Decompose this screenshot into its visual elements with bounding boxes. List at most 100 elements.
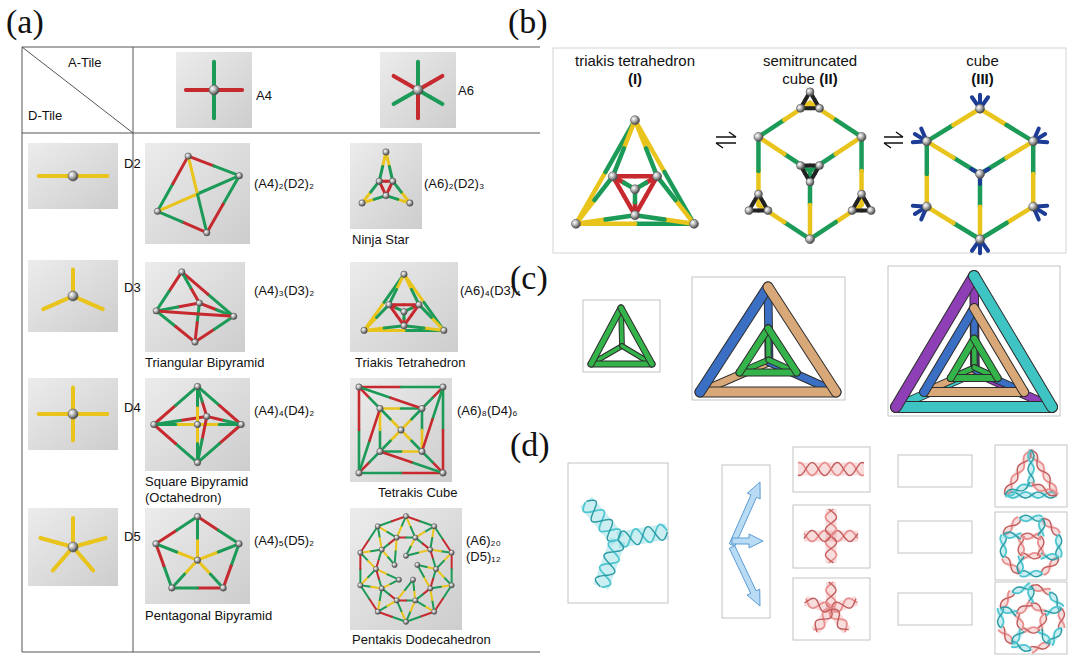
stick (859, 137, 864, 171)
tube-edge (924, 387, 1024, 397)
stick-model (571, 116, 698, 229)
dna-strand (1038, 518, 1045, 536)
panel-frame (888, 266, 1060, 416)
dna-strand (1000, 535, 1006, 558)
steel-ball (428, 586, 433, 591)
steel-ball (432, 524, 437, 529)
steel-ball (238, 421, 244, 427)
dna-tile (583, 500, 667, 587)
panel-frame (568, 463, 668, 603)
dna-cage (998, 583, 1065, 653)
stick (195, 314, 234, 317)
steel-ball (209, 85, 219, 95)
stick (39, 412, 56, 416)
steel-ball (377, 405, 383, 411)
stick (228, 88, 242, 92)
steel-ball (376, 178, 382, 184)
tile-model (380, 52, 456, 128)
steel-ball (194, 421, 200, 427)
stick (384, 274, 404, 302)
dna-duplex (1040, 613, 1045, 630)
stick-model (350, 508, 462, 630)
steel-ball (394, 535, 399, 540)
panel-frame (898, 521, 972, 553)
steel-ball (754, 190, 762, 198)
stick (359, 472, 401, 475)
panel-frame (995, 512, 1067, 580)
dna-duplex (798, 463, 831, 476)
tube-edge (951, 374, 998, 382)
tube-edge (974, 339, 997, 378)
panel-frame (793, 505, 870, 568)
panel-letter: (d) (510, 425, 550, 466)
table-label: Triangular Bipyramid (145, 355, 264, 371)
roman-numeral: (II) (819, 70, 837, 87)
steel-ball (194, 557, 200, 563)
dna-duplex (1038, 536, 1044, 556)
steel-ball (236, 541, 242, 547)
stick (198, 439, 203, 462)
dna-strand (831, 463, 864, 476)
stick (390, 398, 422, 409)
steel-ball (922, 137, 931, 146)
figure-node: triakis tetrahedron(I) (556, 50, 714, 250)
stick (218, 530, 239, 544)
photo-ground (28, 508, 118, 586)
stick-model (913, 95, 1047, 254)
tube-edge (740, 368, 797, 376)
stick (394, 76, 406, 83)
tile-model (176, 52, 252, 128)
dna-strand (1020, 571, 1043, 577)
dna-strand (1017, 612, 1022, 630)
stick (442, 430, 445, 473)
steel-ball (383, 192, 389, 198)
stick (198, 194, 207, 232)
stick (784, 154, 810, 171)
stick (364, 302, 384, 330)
steel-ball (185, 153, 191, 159)
stick (177, 517, 198, 531)
steel-ball (356, 384, 362, 390)
dna-strand (1056, 535, 1062, 558)
dna-strand (1031, 603, 1047, 611)
table-label: (A4)₄(D4)₂ (254, 403, 314, 419)
photo-ground (350, 508, 462, 630)
stick (176, 327, 195, 343)
stick (380, 451, 412, 462)
steel-ball (403, 619, 408, 624)
panel-frame (793, 578, 870, 640)
stick (394, 97, 406, 104)
steel-ball (403, 514, 408, 519)
steel-ball (361, 327, 367, 333)
table-line (22, 47, 540, 48)
dna-strand (1028, 450, 1034, 484)
steel-ball (806, 178, 814, 186)
dna-strand (831, 463, 864, 476)
panel-frame (553, 48, 1066, 253)
tetrahedron (740, 328, 797, 372)
stick (198, 517, 219, 531)
stick (430, 76, 442, 83)
steel-ball (196, 300, 202, 306)
tile-model (28, 260, 118, 332)
stick (88, 303, 103, 310)
stick (925, 174, 930, 207)
stick (202, 416, 207, 439)
steel-ball (194, 459, 200, 465)
steel-ball (68, 291, 78, 301)
dna-strand (805, 598, 831, 612)
steel-ball (441, 327, 447, 333)
stick (164, 566, 172, 588)
steel-ball (796, 162, 804, 170)
stick (433, 387, 444, 419)
tube-edge (740, 328, 769, 372)
stick (369, 409, 380, 441)
tube-edge (591, 308, 621, 364)
stick (925, 141, 930, 174)
tetrahedron (896, 276, 1052, 407)
caption-block: triakis tetrahedron(I) (560, 52, 710, 88)
stick (198, 386, 220, 405)
dna-strand (1020, 571, 1043, 577)
